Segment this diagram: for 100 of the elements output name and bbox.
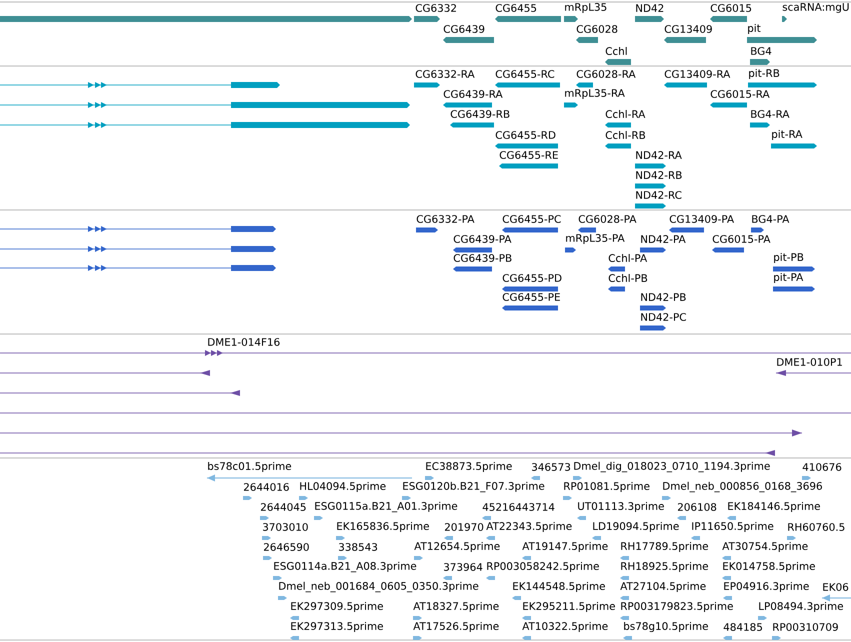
feature-label: EP04916.3prime bbox=[724, 582, 809, 592]
feature-label: CG6439-PA bbox=[454, 235, 512, 243]
feature-label: EK297313.5prime bbox=[291, 622, 383, 632]
feature-label: bs78g10.5prime bbox=[624, 622, 708, 632]
feature-label: AT18327.5prime bbox=[413, 602, 499, 612]
feature-label: CG6028 bbox=[576, 25, 618, 33]
feature-label: CG13409-RA bbox=[664, 70, 730, 78]
feature-label: CG6332 bbox=[416, 4, 456, 12]
feature-label: CG6455-PE bbox=[502, 293, 560, 301]
feature-label: ESG0114a.B21_A08.3prime bbox=[274, 562, 416, 572]
feature-label: pit-PB bbox=[774, 252, 804, 264]
feature-label: mRpL35-RA bbox=[565, 89, 625, 99]
feature-label: RP003058242.5prime bbox=[487, 562, 599, 572]
feature-label: EK144548.5prime bbox=[513, 582, 605, 592]
feature-label: EC38873.5prime bbox=[426, 462, 512, 472]
feature-label: mRpL35 bbox=[565, 3, 606, 13]
feature-label: BG4-PA bbox=[752, 215, 790, 223]
feature-label: ESG0120b.B21_F07.3prime bbox=[403, 482, 544, 492]
feature-label: CG13409 bbox=[664, 25, 712, 33]
feature-label: AT17526.5prime bbox=[413, 622, 499, 632]
feature-label: CG6439-PB bbox=[454, 254, 512, 262]
feature-label: 2644016 bbox=[244, 483, 289, 491]
feature-label: EK297309.5prime bbox=[291, 602, 383, 612]
feature-label: ND42-RA bbox=[636, 151, 682, 159]
feature-label: CG6028-PA bbox=[578, 215, 636, 223]
feature-label: 45216443714 bbox=[482, 503, 554, 511]
feature-label: ND42-PB bbox=[641, 293, 686, 301]
feature-label: RH18925.5prime bbox=[621, 562, 708, 572]
feature-label: LD19094.5prime bbox=[593, 522, 679, 532]
feature-label: CG6455-RC bbox=[496, 70, 554, 78]
feature-label: DME1-014F16 bbox=[208, 338, 280, 346]
feature-label: ESG0115a.B21_A01.3prime bbox=[315, 502, 458, 512]
feature-label: 2646590 bbox=[264, 543, 309, 551]
feature-label: Cchl-RA bbox=[606, 110, 646, 118]
feature-label: CG6455-PC bbox=[502, 215, 561, 223]
feature-label: mRpL35-PA bbox=[566, 234, 625, 244]
feature-label: Cchl-PA bbox=[608, 254, 648, 262]
feature-label: Cchl-RB bbox=[606, 130, 646, 140]
feature-label: AT30754.5prime bbox=[722, 542, 808, 552]
feature-label: CG6455 bbox=[496, 4, 536, 12]
feature-label: CG6455-RE bbox=[500, 151, 558, 159]
feature-label: AT22343.5prime bbox=[486, 522, 572, 532]
feature-label: 373964 bbox=[444, 563, 482, 571]
feature-label: 338543 bbox=[339, 543, 378, 551]
feature-label: RP01081.5prime bbox=[564, 482, 650, 492]
feature-label: CG6015-RA bbox=[710, 90, 770, 98]
feature-label: RP003179823.5prime bbox=[621, 602, 733, 612]
feature-label: CG6439-RA bbox=[444, 90, 503, 98]
feature-label: EK06 bbox=[823, 583, 848, 591]
feature-label: Cchl bbox=[606, 46, 627, 56]
feature-label: ND42-PA bbox=[641, 235, 686, 243]
feature-label: CG6028-RA bbox=[576, 70, 636, 78]
feature-label: DME1-010P1 bbox=[777, 358, 842, 366]
feature-label: HL04094.5prime bbox=[300, 482, 386, 492]
feature-label: scaRNA:mgU bbox=[782, 3, 849, 13]
feature-label: CG6015 bbox=[710, 4, 752, 12]
feature-label: UT01113.3prime bbox=[578, 502, 664, 512]
feature-label: BG4 bbox=[751, 47, 772, 55]
feature-label: CG6015-PA bbox=[712, 235, 770, 243]
feature-label: Dmel_neb_000856_0168_3696 bbox=[663, 482, 822, 492]
feature-label: ND42-RB bbox=[636, 171, 682, 179]
feature-label: LP08494.3prime bbox=[759, 602, 843, 612]
feature-label: pit bbox=[748, 24, 761, 34]
feature-label: 2644045 bbox=[260, 503, 306, 511]
feature-label: Dmel_neb_001684_0605_0350.3prime bbox=[279, 582, 478, 592]
feature-label: 484185 bbox=[724, 623, 762, 631]
feature-label: 346573 bbox=[532, 463, 570, 471]
feature-label: bs78c01.5prime bbox=[208, 462, 292, 472]
feature-label: RH60760.5 bbox=[788, 523, 844, 531]
feature-label: Dmel_dig_018023_0710_1194.3prime bbox=[574, 462, 770, 472]
feature-label: pit-RB bbox=[749, 68, 780, 80]
feature-label: EK165836.5prime bbox=[337, 522, 429, 532]
feature-label: CG6439 bbox=[444, 25, 484, 33]
feature-label: ND42-PC bbox=[641, 313, 686, 321]
feature-label: 3703010 bbox=[263, 523, 308, 531]
feature-label: 410676 bbox=[802, 463, 842, 471]
feature-label: 206108 bbox=[678, 503, 716, 511]
feature-label: CG6455-PD bbox=[502, 274, 562, 282]
feature-label: EK184146.5prime bbox=[728, 502, 820, 512]
feature-label: CG6332-RA bbox=[416, 70, 475, 78]
feature-label: AT10322.5prime bbox=[522, 622, 608, 632]
feature-label: AT19147.5prime bbox=[522, 542, 608, 552]
feature-label: CG6332-PA bbox=[416, 215, 474, 223]
feature-label: ND42 bbox=[636, 4, 664, 12]
feature-label: CG6439-RB bbox=[450, 110, 510, 118]
feature-label: RP00310709 bbox=[773, 623, 838, 631]
feature-label: EK014758.5prime bbox=[723, 562, 815, 572]
feature-label: EK295211.5prime bbox=[523, 602, 615, 612]
feature-label: pit-RA bbox=[772, 130, 802, 140]
feature-label: RH17789.5prime bbox=[621, 542, 708, 552]
feature-label: IP11650.5prime bbox=[692, 522, 774, 532]
feature-label: pit-PA bbox=[774, 272, 804, 284]
feature-label: CG6455-RD bbox=[496, 131, 556, 139]
feature-label: CG13409-PA bbox=[670, 215, 734, 223]
feature-label: 201970 bbox=[444, 523, 484, 531]
feature-label: AT27104.5prime bbox=[620, 582, 706, 592]
feature-label: Cchl-PB bbox=[608, 274, 648, 282]
feature-label: ND42-RC bbox=[636, 191, 682, 199]
feature-label: AT12654.5prime bbox=[414, 542, 500, 552]
feature-label: BG4-RA bbox=[751, 110, 790, 118]
